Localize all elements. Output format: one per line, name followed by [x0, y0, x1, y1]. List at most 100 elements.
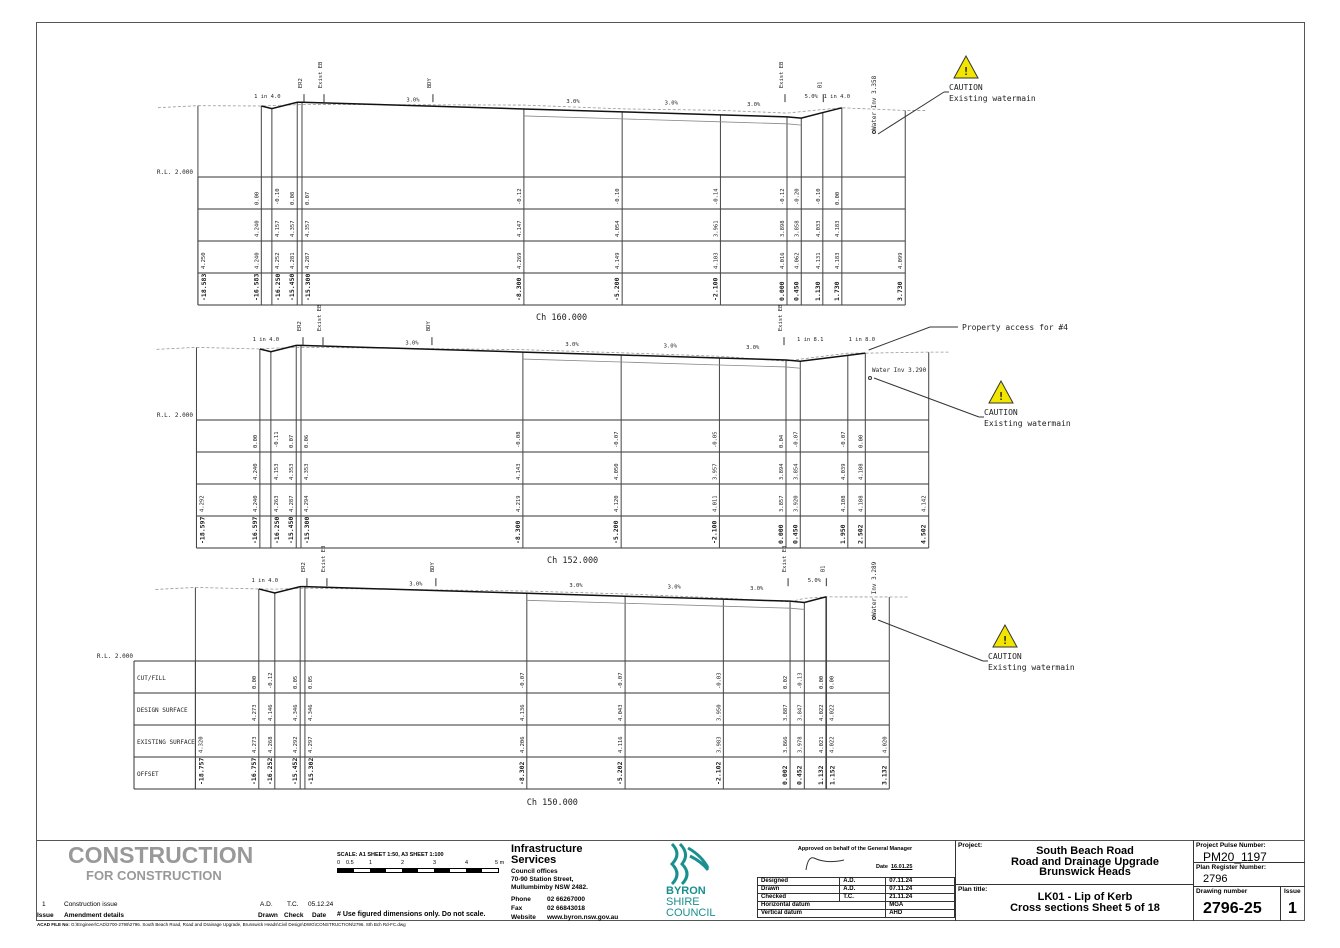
pulse-number: PM20_1197 — [1203, 850, 1267, 864]
scale-tick-label: 3 — [433, 860, 437, 866]
hdr-date: Date — [312, 912, 327, 919]
existing-value: 4.281 — [290, 252, 296, 269]
cut-fill-value: -0.07 — [614, 431, 620, 448]
offset-value: 1.730 — [833, 281, 841, 301]
pavement-base-line — [523, 115, 802, 126]
offset-value: 0.450 — [792, 281, 800, 301]
grade-label: 3.0% — [746, 345, 760, 351]
offset-value: 0.000 — [778, 281, 786, 301]
byron-logo-icon — [669, 842, 710, 886]
watermain-marker — [872, 616, 876, 620]
design-value: 4.039 — [841, 463, 847, 480]
design-value: 3.847 — [797, 704, 803, 721]
offset-value: -2.100 — [711, 277, 719, 301]
cut-fill-value: 0.00 — [835, 192, 841, 205]
cut-fill-value: -0.12 — [517, 188, 523, 205]
existing-value: 4.250 — [201, 252, 207, 269]
existing-value: 4.020 — [882, 736, 888, 753]
existing-value: 4.120 — [614, 495, 620, 512]
offset-value: 2.502 — [856, 524, 864, 544]
cut-fill-value: -0.08 — [516, 431, 522, 448]
offset-value: -2.100 — [710, 520, 718, 544]
divider — [955, 840, 956, 921]
row-label: DESIGN SURFACE — [137, 707, 188, 714]
offset-value: -15.450 — [288, 274, 296, 301]
hdr-details: Amendment details — [64, 912, 124, 919]
caution-title: CAUTION — [988, 652, 1022, 661]
design-value: 4.353 — [289, 463, 295, 480]
existing-value: 4.287 — [305, 252, 311, 269]
scale-tick-label: 0 — [337, 860, 341, 866]
signoff-cell: A.D. — [839, 877, 887, 886]
offset-value: -5.200 — [613, 277, 621, 301]
exclamation-glyph: ! — [1002, 634, 1009, 647]
exclamation-glyph: ! — [963, 65, 970, 78]
offset-value: 1.130 — [814, 281, 822, 301]
cut-fill-value: -0.12 — [780, 188, 786, 205]
cut-fill-value: 0.00 — [253, 435, 259, 448]
design-value: 4.146 — [268, 704, 274, 721]
design-value: 4.153 — [274, 463, 280, 480]
tag-label: Exist EB — [782, 545, 788, 572]
offset-value: -15.450 — [287, 517, 295, 544]
caution-text: Existing watermain — [949, 94, 1036, 103]
stamp-for-construction: FOR CONSTRUCTION — [86, 868, 222, 883]
datum-label: R.L. 2.000 — [157, 169, 194, 176]
leader-line — [873, 377, 980, 418]
leader-line — [877, 619, 984, 662]
existing-value: 4.268 — [268, 736, 274, 753]
caution-title: CAUTION — [949, 83, 983, 92]
design-surface-line — [258, 585, 827, 604]
design-value: 4.357 — [290, 220, 296, 237]
existing-value: 4.240 — [254, 252, 260, 269]
chainage-label: Ch 160.000 — [536, 313, 587, 323]
org-office: Council offices — [511, 868, 558, 875]
cut-fill-value: 0.06 — [304, 435, 310, 448]
offset-value: -15.300 — [303, 517, 311, 544]
scale-tick-label: 4 — [465, 860, 469, 866]
grade-label: 1 in 4.0 — [254, 94, 281, 100]
existing-value: 4.219 — [516, 495, 522, 512]
offset-value: 3.730 — [896, 281, 904, 301]
pulse-label: Project Pulse Number: — [1196, 842, 1266, 849]
offset-value: -16.597 — [251, 517, 259, 544]
org-addr2: Mullumbimby NSW 2482. — [511, 884, 588, 891]
watermain-marker — [872, 130, 876, 134]
design-value: 4.346 — [293, 704, 299, 721]
existing-value: 4.149 — [615, 252, 621, 269]
caution-warning-icon — [953, 54, 979, 79]
offset-value: -5.202 — [616, 761, 624, 785]
existing-value: 4.099 — [898, 252, 904, 269]
tag-label: Exist EB — [318, 61, 324, 88]
logo-byron: BYRON — [666, 885, 706, 897]
scale-tick-label: 0.5 — [346, 860, 354, 866]
design-value: 3.894 — [779, 463, 785, 480]
design-surface-line — [261, 101, 843, 119]
grade-label: 1 in 8.1 — [797, 337, 824, 343]
pavement-base-line — [522, 358, 801, 369]
offset-value: -5.200 — [612, 520, 620, 544]
cut-fill-value: 0.00 — [830, 676, 836, 689]
org-addr1: 70-90 Station Street, — [511, 876, 574, 883]
tag-label: Exist EB — [778, 304, 784, 331]
design-value: 4.157 — [275, 220, 281, 237]
design-value: 3.858 — [794, 220, 800, 237]
hdr-check: Check — [284, 912, 304, 919]
amend-check: T.C. — [287, 901, 299, 908]
offset-value: 1.152 — [829, 765, 837, 785]
design-value: 4.357 — [305, 220, 311, 237]
design-value: 4.147 — [517, 220, 523, 237]
design-value: 4.136 — [520, 704, 526, 721]
existing-value: 4.183 — [835, 252, 841, 269]
tag-label: ER2 — [298, 78, 304, 88]
scale-note: # Use figured dimensions only. Do not sc… — [337, 911, 486, 918]
project-line: South Beach Road — [1036, 845, 1134, 857]
cut-fill-value: 0.05 — [293, 676, 299, 689]
signoff-cell: 07.11.24 — [885, 877, 955, 886]
cut-fill-value: 0.05 — [308, 676, 314, 689]
cut-fill-value: 0.00 — [252, 676, 258, 689]
project-line: Road and Drainage Upgrade — [1011, 855, 1159, 868]
plan-title-line: Cross sections Sheet 5 of 18 — [1010, 902, 1160, 914]
approval-text: Approved on behalf of the General Manage… — [797, 846, 913, 852]
